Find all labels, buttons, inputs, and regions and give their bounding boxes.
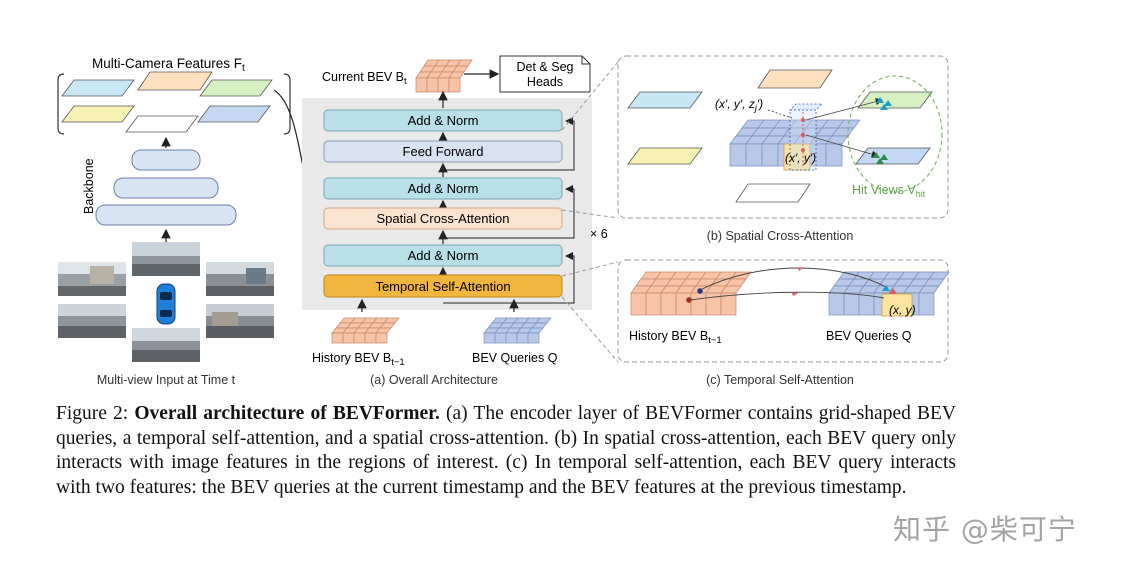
history-bev-grid	[331, 317, 400, 344]
sca-bev-grid	[729, 119, 861, 171]
grid-cell	[331, 332, 344, 344]
grid-cell	[342, 332, 355, 344]
camera-image	[132, 328, 200, 362]
svg-text:Heads: Heads	[527, 75, 563, 89]
temporal-self-attention-panel: (x, y) History BEV Bt−1 BEV Queries Q (c…	[617, 259, 950, 387]
grid-cell	[828, 292, 845, 316]
grid-cell	[527, 332, 540, 344]
caption-title: Overall architecture of BEVFormer.	[134, 403, 440, 424]
grid-cell	[437, 77, 450, 93]
hit-views-region	[847, 75, 943, 193]
caption-body: (a) The encoder layer of BEVFormer conta…	[56, 403, 956, 498]
svg-text:Add & Norm: Add & Norm	[408, 248, 479, 263]
grid-cell	[720, 292, 737, 316]
layer-feed-forward	[323, 140, 563, 163]
feature-map	[199, 79, 273, 97]
tsa-coord-label: (x, y)	[889, 303, 916, 317]
input-label: Multi-view Input at Time t	[97, 373, 236, 387]
feature-map	[137, 71, 213, 91]
layer-temporal-self-attention	[323, 274, 563, 298]
current-bev-label: Current BEV Bt	[322, 70, 407, 87]
layer-add-norm-3	[323, 109, 563, 132]
bev-queries-label: BEV Queries Q	[472, 351, 558, 365]
tsa-queries-label: BEV Queries Q	[826, 329, 912, 343]
view-map	[735, 183, 811, 203]
caption-prefix: Figure 2:	[56, 403, 135, 424]
det-seg-heads: Det & Seg Heads	[499, 55, 591, 93]
hit-view-map	[857, 91, 933, 109]
repeat-label: × 6	[590, 227, 608, 241]
bev-queries-grid	[483, 317, 552, 344]
view-map	[627, 91, 703, 109]
current-bev-grid	[415, 59, 473, 93]
grid-cell	[675, 292, 692, 316]
feature-map	[61, 79, 135, 97]
grid-cell	[843, 292, 860, 316]
layer-add-norm-1	[323, 244, 563, 267]
watermark: 知乎 @柴可宁	[893, 513, 1077, 546]
grid-cell	[761, 143, 779, 167]
svg-text:Det & Seg: Det & Seg	[517, 60, 574, 74]
svg-text:Add & Norm: Add & Norm	[408, 113, 479, 128]
feature-map	[61, 105, 135, 123]
coord-2d-label: (x′, y′)	[785, 151, 816, 165]
figure-caption: Figure 2: Overall architecture of BEVFor…	[56, 402, 956, 500]
svg-text:Feed Forward: Feed Forward	[403, 144, 484, 159]
grid-cell	[690, 292, 707, 316]
caption-a: (a) Overall Architecture	[370, 373, 498, 387]
backbone-label: Backbone	[82, 158, 96, 214]
grid-cell	[415, 77, 428, 93]
grid-cell	[353, 332, 366, 344]
features-title: Multi-Camera Features Ft	[92, 56, 245, 74]
svg-text:Add & Norm: Add & Norm	[408, 181, 479, 196]
camera-image	[206, 262, 274, 296]
architecture-figure: Multi-Camera Features Ft Backbone	[57, 55, 950, 387]
hit-view-map	[855, 147, 931, 165]
hit-views-label: Hit Views Vhit	[852, 183, 926, 199]
grid-cell	[729, 143, 747, 167]
camera-image	[58, 262, 126, 296]
grid-cell	[825, 143, 843, 167]
grid-cell	[494, 332, 507, 344]
svg-text:Temporal Self-Attention: Temporal Self-Attention	[375, 279, 510, 294]
grid-cell	[516, 332, 529, 344]
grid-cell	[918, 292, 935, 316]
feature-map	[125, 115, 199, 133]
feature-map	[197, 105, 271, 123]
tsa-history-grid	[630, 271, 752, 316]
view-map	[757, 69, 833, 89]
history-bev-label: History BEV Bt−1	[312, 351, 405, 368]
camera-image	[206, 304, 274, 338]
grid-cell	[364, 332, 377, 344]
caption-b: (b) Spatial Cross-Attention	[707, 229, 854, 243]
caption-c: (c) Temporal Self-Attention	[706, 373, 854, 387]
grid-cell	[660, 292, 677, 316]
camera-image	[132, 242, 200, 276]
view-map	[627, 147, 703, 165]
coord-3d-label: (x′, y′, zj′)	[715, 97, 763, 113]
grid-cell	[375, 332, 388, 344]
grid-cell	[505, 332, 518, 344]
svg-text:Spatial Cross-Attention: Spatial Cross-Attention	[377, 211, 510, 226]
query-cell-highlight	[783, 143, 811, 171]
tsa-history-label: History BEV Bt−1	[629, 329, 722, 346]
grid-cell	[426, 77, 439, 93]
spatial-cross-attention-panel: (x′, y′, zj′) (x′, y′) Hit Views Vhit (b…	[617, 55, 949, 243]
layer-spatial-cross-attention	[323, 207, 563, 230]
layer-add-norm-2	[323, 177, 563, 200]
ego-car-icon	[156, 283, 176, 325]
grid-cell	[645, 292, 662, 316]
grid-cell	[630, 292, 647, 316]
overall-architecture: Current BEV Bt Det & Seg Heads Add & Nor…	[302, 55, 608, 387]
backbone: Backbone	[82, 136, 237, 244]
grid-cell	[483, 332, 496, 344]
multi-camera-features: Multi-Camera Features Ft	[57, 56, 291, 135]
grid-cell	[745, 143, 763, 167]
camera-image	[58, 304, 126, 338]
multi-view-images: Multi-view Input at Time t	[58, 242, 274, 387]
grid-cell	[448, 77, 461, 93]
